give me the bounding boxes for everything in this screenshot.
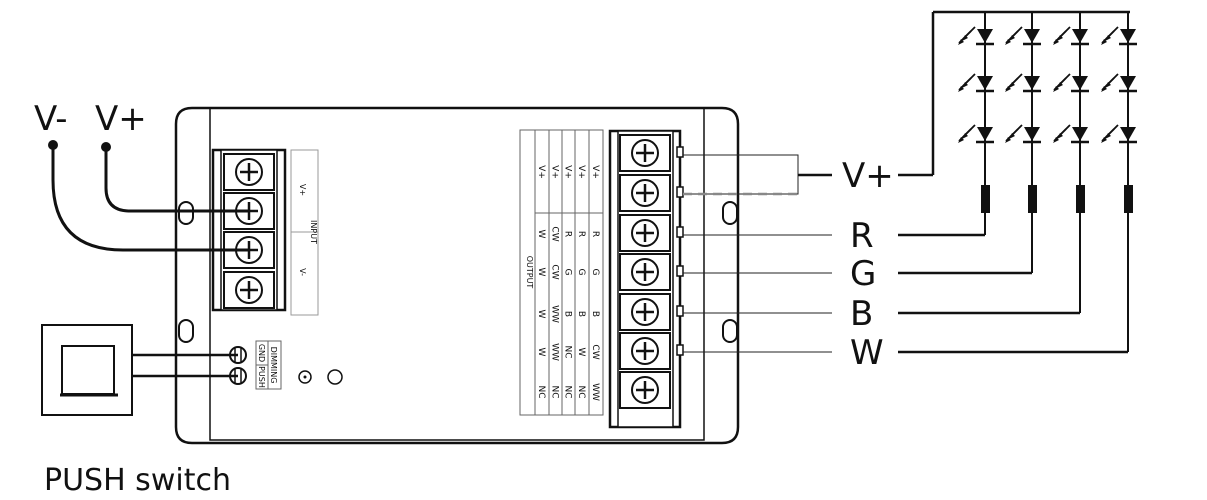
led-b3-icon	[1051, 123, 1091, 145]
output-cell: V+	[563, 165, 573, 179]
dimming-push-label: PUSH	[257, 366, 266, 388]
output-cell: R	[590, 231, 600, 237]
power-wires	[48, 140, 249, 252]
led-r3-icon	[956, 123, 996, 145]
led-g1-icon	[1003, 25, 1043, 47]
channel-r-label: R	[850, 216, 874, 256]
output-cell: G	[590, 269, 600, 276]
output-cell: G	[576, 269, 586, 276]
output-terminal-block	[608, 129, 684, 429]
led-w3-icon	[1099, 123, 1139, 145]
output-cell: NC	[550, 385, 560, 398]
output-cell: R	[563, 231, 573, 237]
led-g3-icon	[1003, 123, 1043, 145]
output-screw-5-icon	[618, 292, 672, 332]
resistor-g-icon	[1028, 185, 1037, 213]
output-title: OUTPUT	[525, 256, 534, 289]
input-title: INPUT	[309, 220, 318, 244]
output-cell: W	[536, 230, 546, 239]
input-plus-label: V+	[298, 184, 307, 196]
channel-w-label: W	[850, 333, 884, 373]
output-cell: V+	[576, 165, 586, 179]
output-screw-7-icon	[618, 370, 672, 410]
input-minus-label: V-	[298, 268, 307, 276]
output-cell: WW	[550, 305, 560, 323]
input-screw-1-icon	[222, 152, 276, 192]
led-w1-icon	[1099, 25, 1139, 47]
output-cell: NC	[563, 385, 573, 398]
output-cell: NC	[576, 385, 586, 398]
led-r1-icon	[956, 25, 996, 47]
dimming-title: DIMMING	[269, 347, 278, 384]
output-cell: NC	[563, 345, 573, 358]
output-screw-4-icon	[618, 252, 672, 292]
output-mode-table: OUTPUT V+WWWWNCV+CWCWWWWWNCV+RGBNCNCV+RG…	[519, 129, 604, 416]
resistor-w-icon	[1124, 185, 1133, 213]
dimming-label-box: GND PUSH DIMMING	[255, 340, 282, 390]
output-cell: V+	[550, 165, 560, 179]
output-screw-3-icon	[618, 213, 672, 253]
resistor-b-icon	[1076, 185, 1085, 213]
input-label-strip: V+ INPUT V-	[290, 149, 319, 316]
output-cell: CW	[590, 344, 600, 359]
output-cell: W	[536, 310, 546, 319]
output-cell: WW	[590, 383, 600, 401]
push-switch-button-icon	[61, 345, 115, 395]
output-cell: W	[536, 268, 546, 277]
led-array	[898, 10, 1139, 354]
led-r2-icon	[956, 72, 996, 94]
output-cell: CW	[550, 264, 560, 279]
output-screw-2-icon	[618, 173, 672, 213]
input-screw-4-icon	[222, 270, 276, 310]
output-cell: WW	[550, 343, 560, 361]
input-terminal-block	[211, 148, 287, 312]
v-minus-label: V-	[34, 99, 68, 139]
led-g2-icon	[1003, 72, 1043, 94]
push-switch-label: PUSH switch	[44, 463, 231, 498]
output-cell: W	[536, 348, 546, 357]
output-cell: B	[590, 311, 600, 317]
output-wires	[683, 154, 933, 353]
output-screw-6-icon	[618, 331, 672, 371]
output-screw-1-icon	[618, 133, 672, 173]
led-w2-icon	[1099, 72, 1139, 94]
push-switch	[41, 324, 238, 416]
channel-g-label: G	[850, 254, 876, 294]
v-plus-label: V+	[95, 99, 147, 139]
led-b1-icon	[1051, 25, 1091, 47]
output-cell: V+	[536, 165, 546, 179]
output-cell: B	[576, 311, 586, 317]
output-cell: B	[563, 311, 573, 317]
resistor-r-icon	[981, 185, 990, 213]
dimming-gnd-label: GND	[257, 344, 266, 362]
output-cell: NC	[536, 385, 546, 398]
channel-vplus-label: V+	[842, 156, 894, 196]
output-cell: CW	[550, 226, 560, 241]
output-cell: G	[563, 269, 573, 276]
led-b2-icon	[1051, 72, 1091, 94]
output-cell: R	[576, 231, 586, 237]
channel-b-label: B	[850, 294, 873, 334]
output-cell: V+	[590, 165, 600, 179]
learn-button-icon	[327, 369, 343, 385]
output-cell: W	[576, 348, 586, 357]
